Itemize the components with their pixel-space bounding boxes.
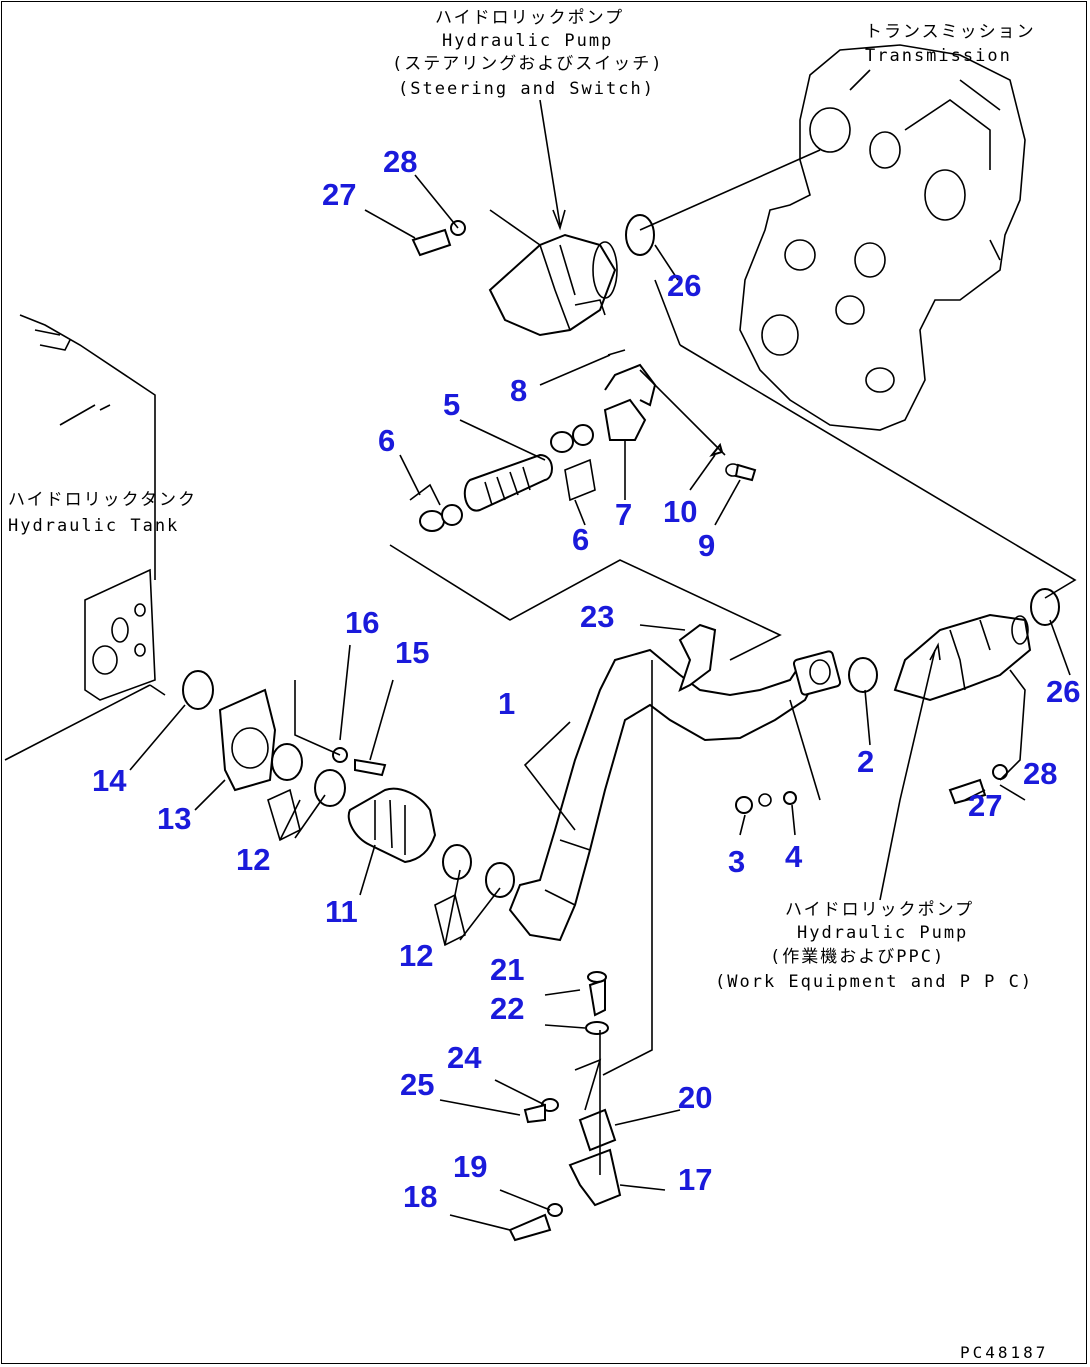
o-ring-26-top xyxy=(625,214,655,256)
callout-27-right[interactable]: 27 xyxy=(968,788,1002,823)
callout-14[interactable]: 14 xyxy=(92,763,127,798)
callout-5[interactable]: 5 xyxy=(443,387,460,422)
callout-6-left[interactable]: 6 xyxy=(378,423,395,458)
top-pump-label-jp: ハイドロリックポンプ xyxy=(435,8,624,28)
callout-23[interactable]: 23 xyxy=(580,599,614,634)
bottom-pump-label-en: Hydraulic Pump xyxy=(797,923,968,943)
hydraulic-tank-drawing xyxy=(4,314,156,761)
callout-8[interactable]: 8 xyxy=(510,373,527,408)
callout-1[interactable]: 1 xyxy=(498,686,515,721)
callout-12-left[interactable]: 12 xyxy=(236,842,270,877)
top-pump-drawing xyxy=(488,233,618,337)
o-ring-26-right xyxy=(1030,588,1060,626)
callout-15[interactable]: 15 xyxy=(395,635,429,670)
bracket-parts-drawing xyxy=(332,220,1008,1242)
drawing-code: PC48187 xyxy=(960,1343,1048,1362)
o-ring-2 xyxy=(848,657,878,693)
callout-18[interactable]: 18 xyxy=(403,1179,437,1214)
annotations: ハイドロリックポンプ Hydraulic Pump (ステアリングおよびスイッチ… xyxy=(8,8,1036,992)
bottom-pump-drawing xyxy=(893,613,1032,702)
callout-26-top[interactable]: 26 xyxy=(667,268,701,303)
callout-3[interactable]: 3 xyxy=(728,844,745,879)
callout-12-right[interactable]: 12 xyxy=(399,938,433,973)
callout-20[interactable]: 20 xyxy=(678,1080,712,1115)
transmission-label-jp: トランスミッション xyxy=(865,22,1036,42)
transmission-label-en: Transmission xyxy=(865,46,1012,66)
tank-label-jp: ハイドロリックタンク xyxy=(8,490,197,510)
callout-25[interactable]: 25 xyxy=(400,1067,434,1102)
callout-16[interactable]: 16 xyxy=(345,605,379,640)
callout-24[interactable]: 24 xyxy=(447,1040,482,1075)
leader-lines xyxy=(129,99,1077,1231)
callout-28-top[interactable]: 28 xyxy=(383,144,417,179)
suction-assembly-lower xyxy=(218,688,515,947)
top-pump-label-en: Hydraulic Pump xyxy=(442,31,613,51)
top-pump-label-jp2: (ステアリングおよびスイッチ) xyxy=(392,54,663,74)
o-ring-14 xyxy=(182,670,214,710)
bottom-pump-label-en2: (Work Equipment and P P C) xyxy=(715,972,1033,992)
callout-26-right[interactable]: 26 xyxy=(1046,674,1080,709)
callout-22[interactable]: 22 xyxy=(490,991,524,1026)
callout-13[interactable]: 13 xyxy=(157,801,191,836)
callout-2[interactable]: 2 xyxy=(857,744,874,779)
tube-clip-23 xyxy=(678,623,717,692)
callout-27-top[interactable]: 27 xyxy=(322,177,356,212)
transmission-drawing xyxy=(739,44,1026,431)
callout-11[interactable]: 11 xyxy=(325,894,358,929)
top-pump-label-en2: (Steering and Switch) xyxy=(398,79,655,99)
callout-17[interactable]: 17 xyxy=(678,1162,712,1197)
callout-10[interactable]: 10 xyxy=(663,494,697,529)
bottom-pump-label-jp2: (作業機およびPPC) xyxy=(770,947,945,967)
callout-21[interactable]: 21 xyxy=(490,952,524,987)
callout-6-right[interactable]: 6 xyxy=(572,522,589,557)
part-callouts: 28 27 26 8 5 6 7 10 6 9 23 16 15 26 1 2 … xyxy=(92,144,1080,1214)
suction-assembly-upper xyxy=(409,349,757,532)
callout-19[interactable]: 19 xyxy=(453,1149,487,1184)
tank-label-en: Hydraulic Tank xyxy=(8,516,179,536)
callout-28-right[interactable]: 28 xyxy=(1023,756,1057,791)
callout-4[interactable]: 4 xyxy=(785,839,803,874)
bottom-pump-label-jp: ハイドロリックポンプ xyxy=(785,900,974,920)
callout-9[interactable]: 9 xyxy=(698,528,715,563)
callout-7[interactable]: 7 xyxy=(615,497,632,532)
main-tube-drawing xyxy=(508,648,842,942)
